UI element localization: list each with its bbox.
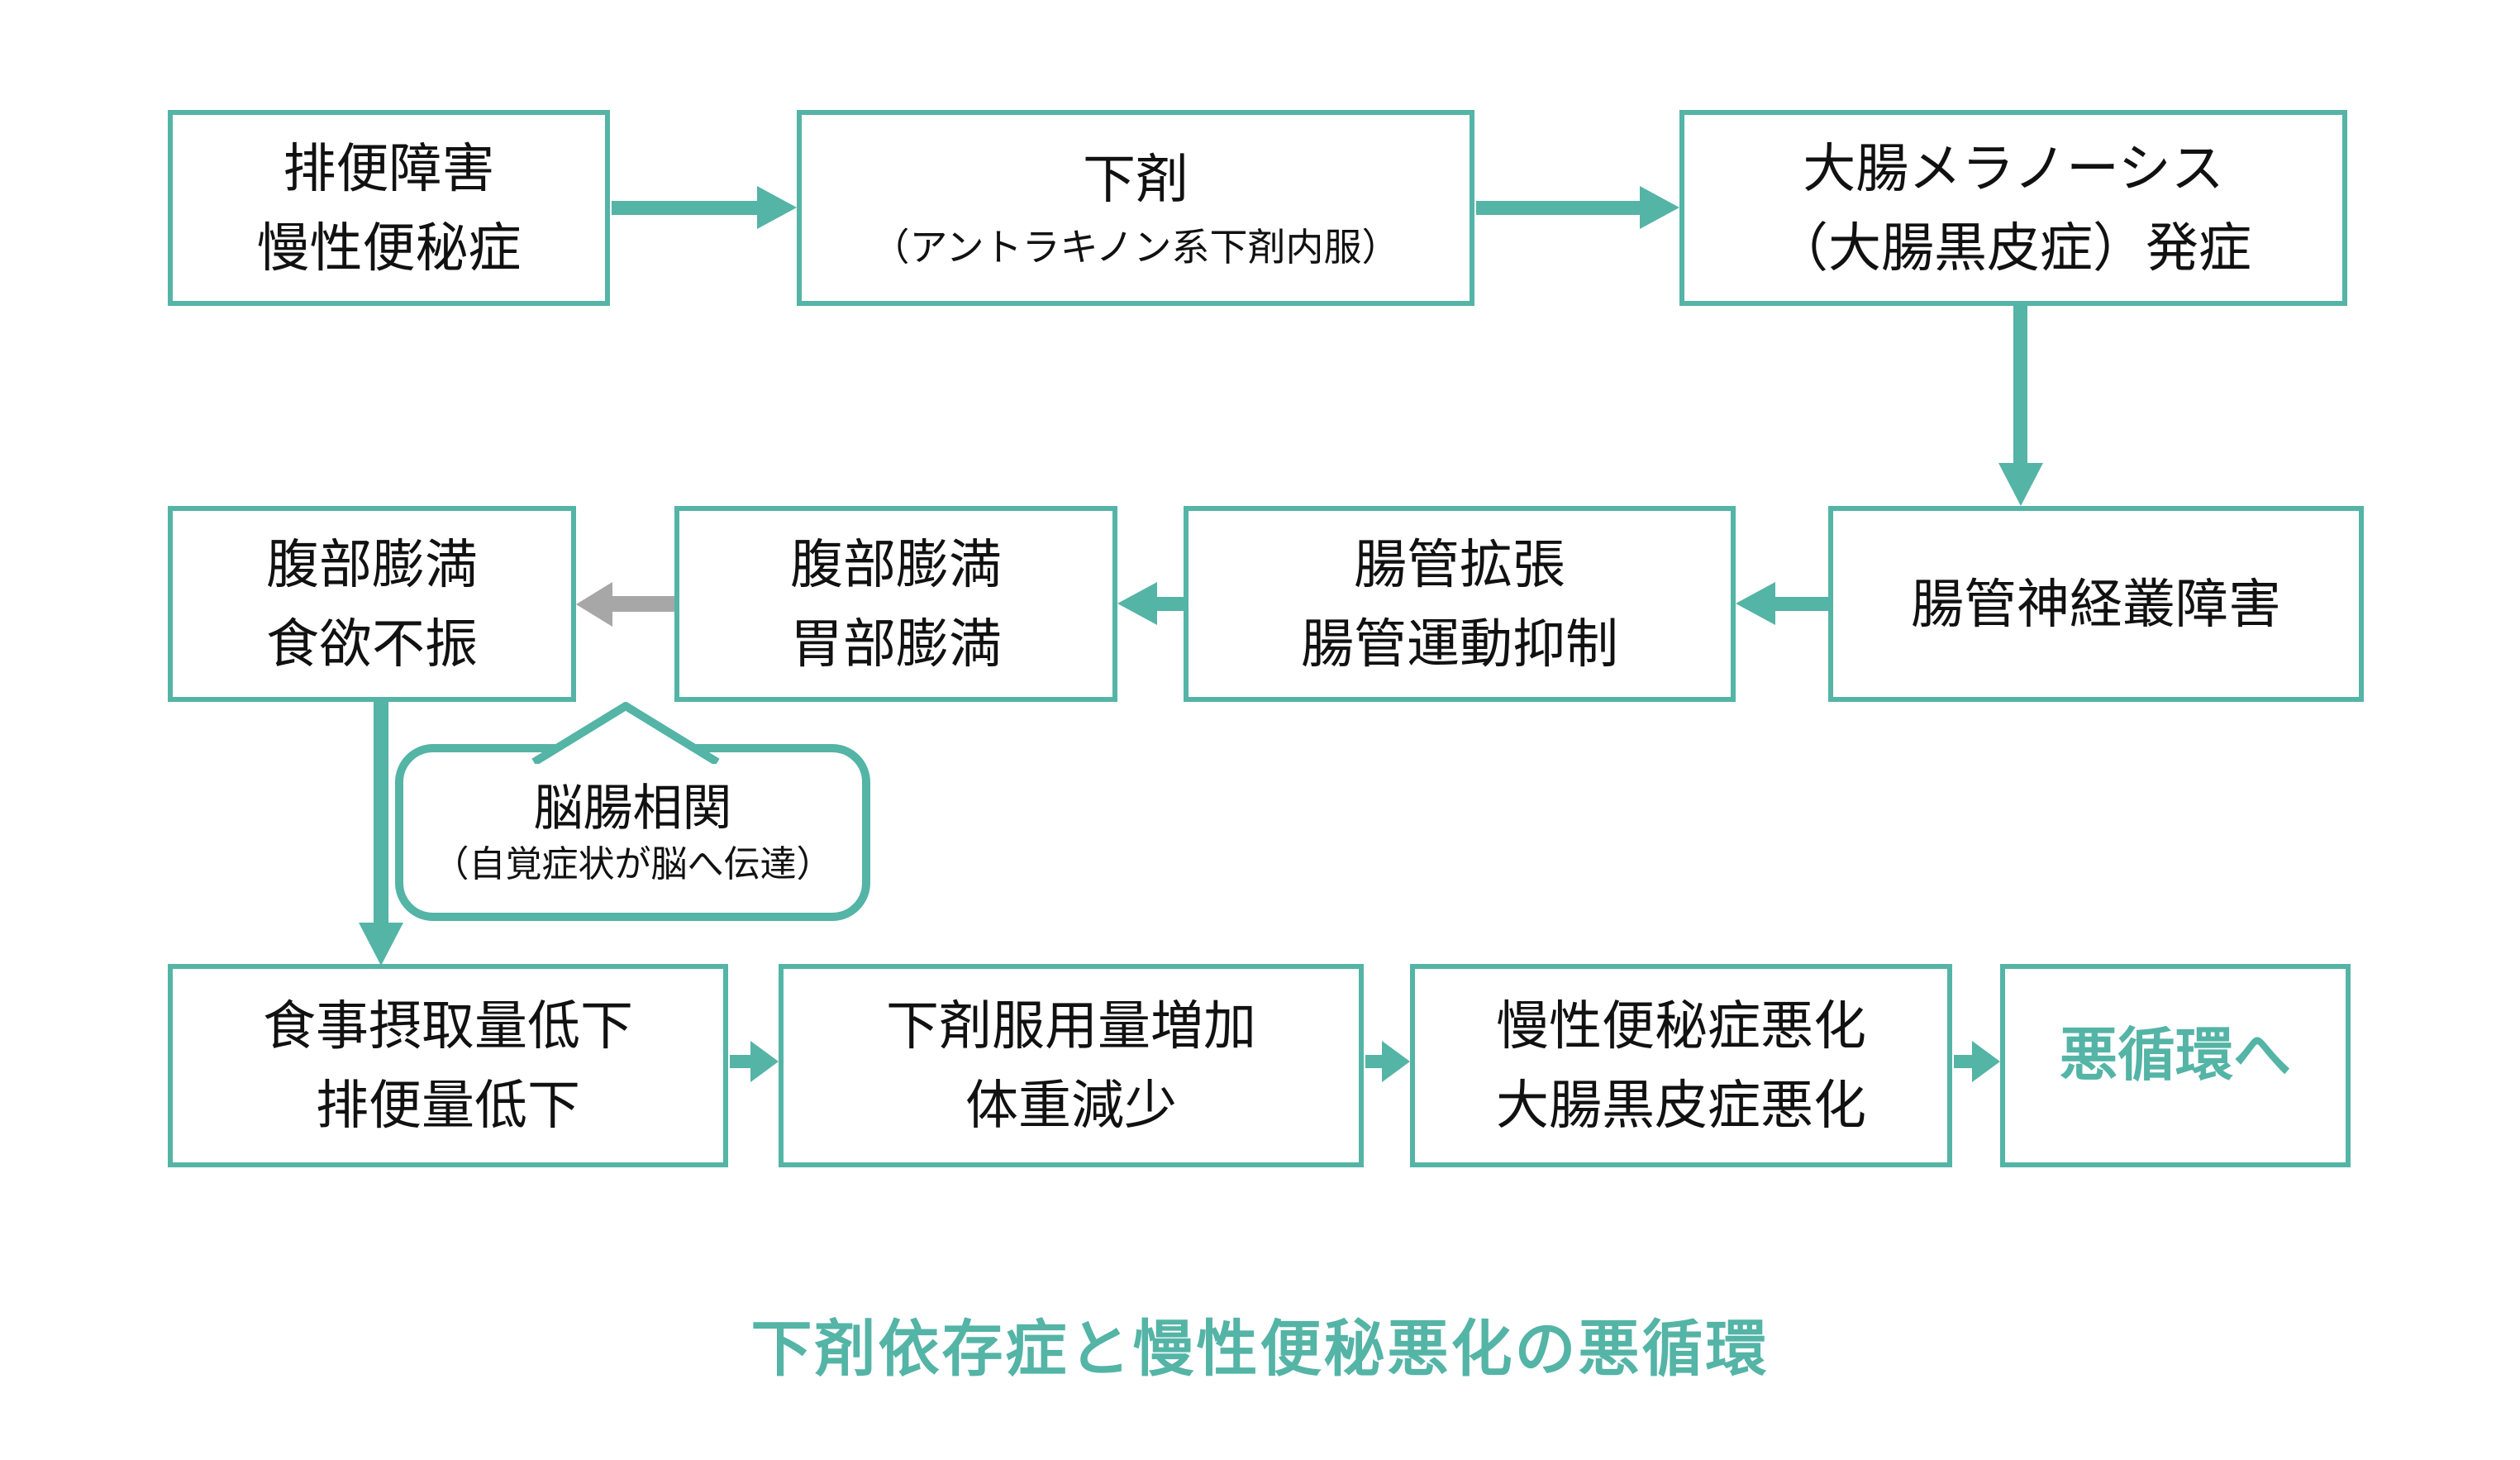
- node-text: 大腸黒皮症悪化: [1496, 1076, 1866, 1135]
- node-text: 体重減少: [965, 1076, 1177, 1135]
- node-text: 腸管運動抑制: [1301, 613, 1618, 674]
- arrow-stem: [1476, 201, 1641, 215]
- arrow-head: [576, 582, 612, 627]
- node-text: 腸管拡張: [1354, 534, 1565, 594]
- node-melanosis: 大腸メラノーシス （大腸黒皮症）発症: [1679, 110, 2347, 306]
- speech-bubble-brain-gut: 脳腸相関 （自覚症状が脳へ伝達）: [395, 744, 870, 921]
- node-text: 食欲不振: [266, 613, 478, 674]
- node-subtext: （アントラキノン系下剤内服）: [871, 226, 1400, 269]
- arrow-head: [359, 923, 403, 966]
- bubble-subtext: （自覚症状が脳へ伝達）: [432, 844, 833, 885]
- node-text: 慢性便秘症: [256, 217, 522, 278]
- node-text: 慢性便秘症悪化: [1496, 996, 1866, 1056]
- arrow-stem: [1954, 1055, 1974, 1068]
- arrow-stem: [1365, 1055, 1384, 1068]
- node-text: 排便量低下: [316, 1076, 580, 1135]
- node-nerve-plexus: 腸管神経叢障害: [1828, 506, 2364, 702]
- node-intake-decrease: 食事摂取量低下 排便量低下: [168, 964, 728, 1167]
- arrow-stem: [2013, 306, 2027, 465]
- node-vicious-cycle: 悪循環へ: [2000, 964, 2351, 1167]
- arrow-stem: [1155, 597, 1184, 611]
- node-abdominal-appetite: 腹部膨満 食欲不振: [168, 506, 576, 702]
- node-abdominal-gastric: 腹部膨満 胃部膨満: [674, 506, 1117, 702]
- node-text: 下剤服用量増加: [886, 996, 1256, 1056]
- node-laxative: 下剤 （アントラキノン系下剤内服）: [797, 110, 1474, 306]
- node-text: 悪循環へ: [2060, 1022, 2291, 1087]
- arrow-stem: [611, 596, 674, 612]
- arrow-stem: [1774, 597, 1828, 611]
- node-text: 大腸メラノーシス: [1803, 138, 2224, 198]
- node-text: 排便障害: [283, 138, 495, 198]
- node-text: 腸管神経叢障害: [1911, 574, 2281, 634]
- diagram-title: 下剤依存症と慢性便秘悪化の悪循環: [750, 1314, 1770, 1383]
- arrow-head: [757, 186, 797, 229]
- arrow-head: [1382, 1041, 1410, 1082]
- node-dilation: 腸管拡張 腸管運動抑制: [1184, 506, 1736, 702]
- arrow-head: [1736, 582, 1775, 625]
- node-text: 下剤: [1083, 150, 1189, 209]
- node-text: 腹部膨満: [790, 534, 1002, 594]
- node-defecation-disorder: 排便障害 慢性便秘症: [168, 110, 610, 306]
- speech-bubble-tail: [531, 702, 720, 764]
- arrow-head: [1998, 463, 2043, 506]
- node-text: 胃部膨満: [790, 613, 1002, 674]
- arrow-head: [750, 1041, 779, 1082]
- arrow-stem: [374, 702, 388, 924]
- node-laxative-increase: 下剤服用量増加 体重減少: [779, 964, 1364, 1167]
- arrow-stem: [612, 201, 759, 215]
- node-text: 食事摂取量低下: [263, 996, 633, 1056]
- arrow-head: [1972, 1041, 2000, 1082]
- node-worsening: 慢性便秘症悪化 大腸黒皮症悪化: [1410, 964, 1952, 1167]
- arrow-stem: [730, 1055, 752, 1068]
- node-text: 腹部膨満: [266, 534, 478, 594]
- node-text: （大腸黒皮症）発症: [1775, 217, 2251, 278]
- bubble-text: 脳腸相関: [533, 780, 732, 837]
- arrow-head: [1117, 582, 1157, 625]
- arrow-head: [1640, 186, 1679, 229]
